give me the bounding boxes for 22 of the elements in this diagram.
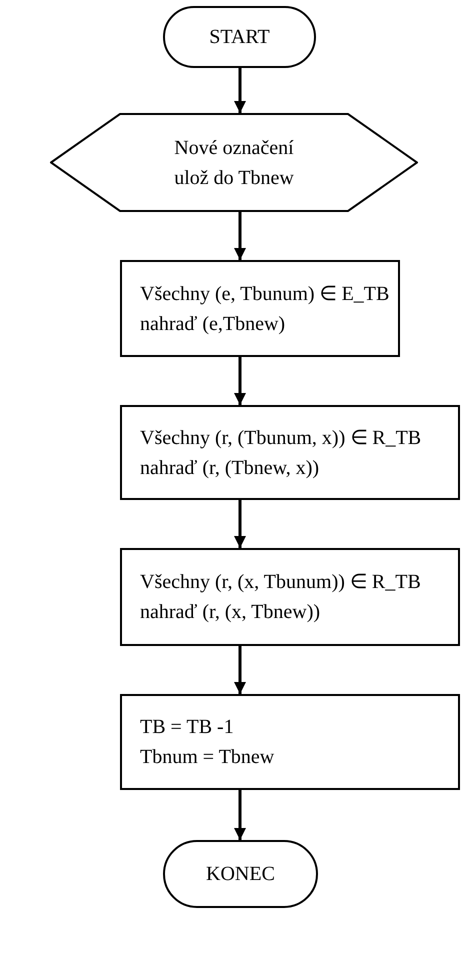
step-text: TB = TB -1 [140, 715, 235, 740]
step-text: Všechny (r, (x, Tbunum)) ∈ R_TB [140, 570, 422, 595]
process-box [120, 260, 400, 357]
arrow [234, 212, 246, 260]
step-text: Nové označení ulož do Tbnew [173, 136, 295, 190]
step-text: Všechny (e, Tbunum) ∈ E_TB [140, 282, 390, 306]
arrow [234, 68, 246, 113]
terminal-label: START [209, 25, 270, 50]
preparation-hexagon [50, 113, 418, 212]
step-text: nahraď (r, (Tbnew, x)) [140, 456, 320, 480]
step-text: nahraď (r, (x, Tbnew)) [140, 600, 322, 625]
arrow [234, 357, 246, 405]
step-text: Všechny (r, (Tbunum, x)) ∈ R_TB [140, 426, 422, 450]
process-box [120, 694, 460, 790]
arrow [234, 500, 246, 548]
process-box [120, 405, 460, 500]
process-box [120, 548, 460, 646]
arrow [234, 790, 246, 840]
step-text: Tbnum = Tbnew [140, 745, 276, 770]
terminal-label: KONEC [206, 862, 275, 887]
arrow [234, 646, 246, 694]
step-text: nahraď (e,Tbnew) [140, 312, 286, 336]
